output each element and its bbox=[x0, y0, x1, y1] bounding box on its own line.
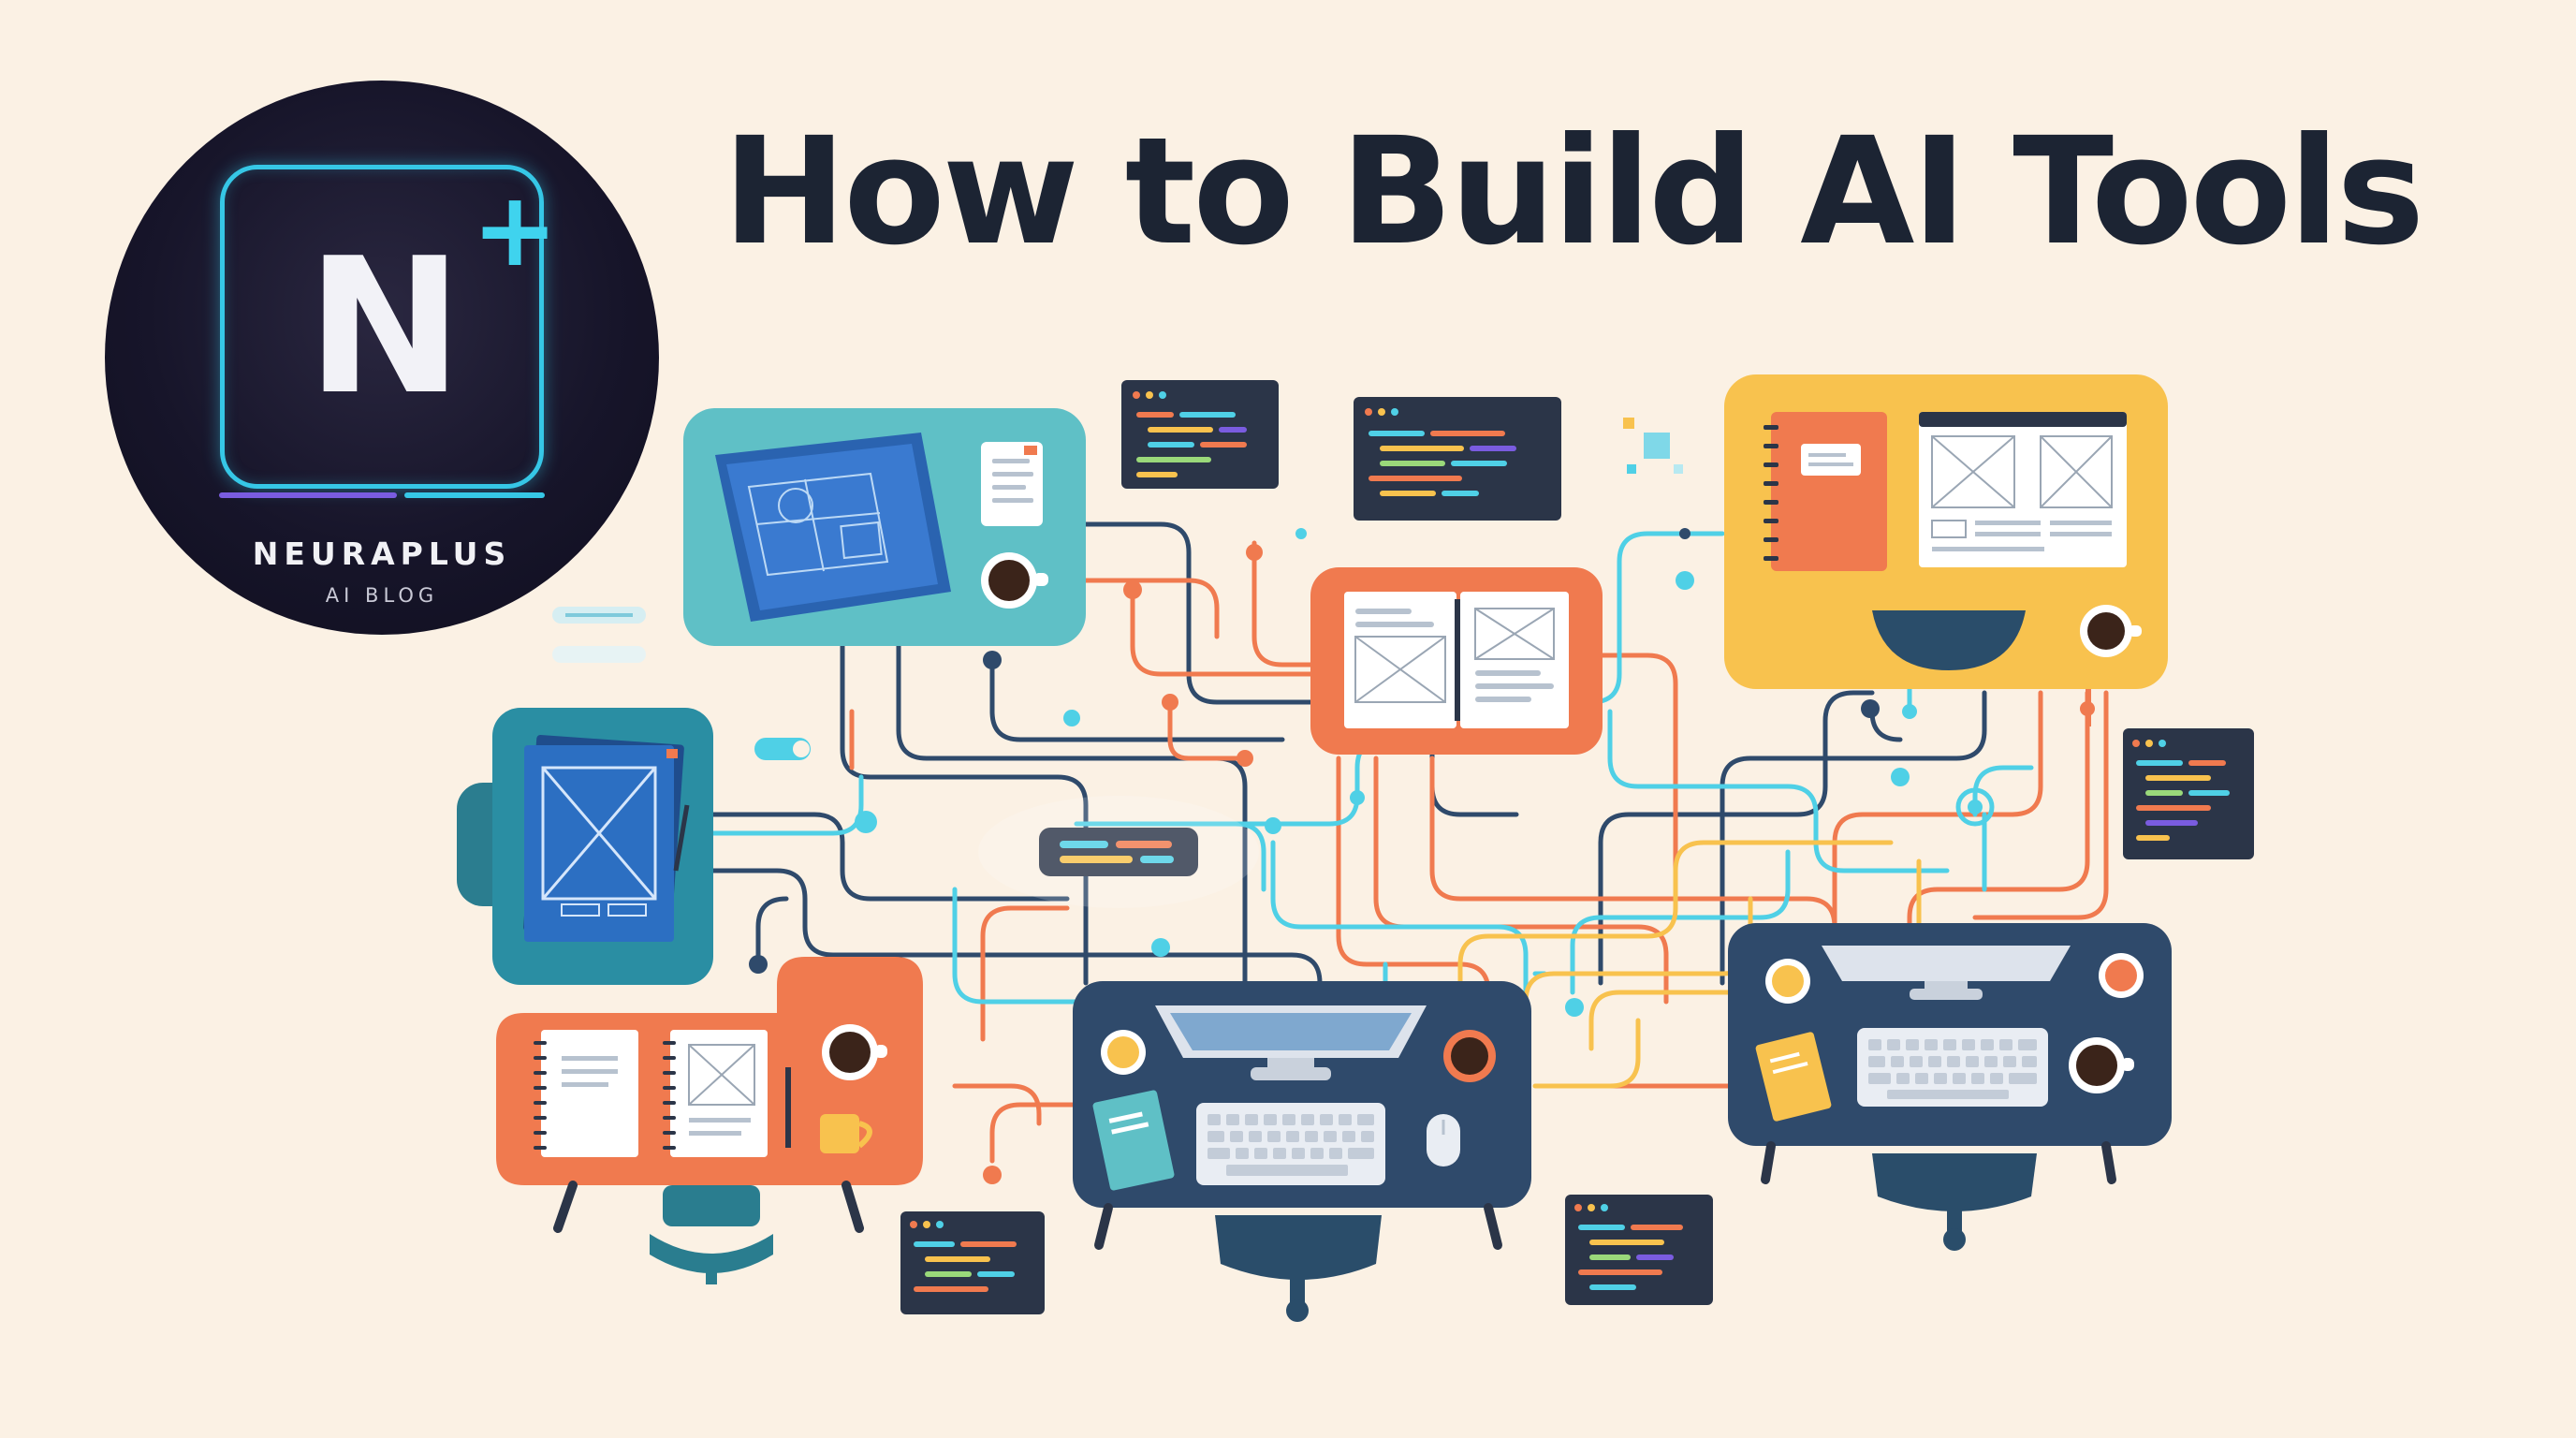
code-snippet-icon bbox=[900, 1211, 1045, 1314]
computer-icon bbox=[1155, 1005, 1427, 1080]
notebook-icon bbox=[1764, 412, 1887, 571]
logo-accent-bar bbox=[219, 492, 397, 498]
brand-name: NEURAPLUS bbox=[252, 536, 512, 572]
chair-icon bbox=[650, 1185, 773, 1284]
logo-frame bbox=[220, 165, 544, 489]
server-block bbox=[978, 796, 1259, 908]
blueprint-desk bbox=[683, 408, 1086, 646]
writing-desk bbox=[496, 957, 923, 1284]
drafting-desk bbox=[457, 708, 713, 985]
coffee-cup-icon bbox=[2080, 605, 2142, 657]
computer-desk bbox=[1073, 981, 1531, 1322]
blueprint-icon bbox=[715, 433, 951, 622]
coffee-cup-icon bbox=[1101, 1030, 1496, 1082]
coffee-cup-icon bbox=[981, 552, 1048, 609]
logo-accent-bar bbox=[404, 492, 545, 498]
notebook-icon bbox=[1755, 1032, 1832, 1122]
coffee-cup-icon bbox=[822, 1024, 887, 1080]
wireframe-icon bbox=[1919, 412, 2127, 567]
coffee-cup-icon bbox=[1765, 953, 2144, 1093]
chair-icon bbox=[1872, 610, 2026, 670]
blueprint-icon bbox=[523, 735, 690, 942]
brand-subtitle: AI BLOG bbox=[325, 584, 439, 607]
computer-icon bbox=[1822, 946, 2071, 1000]
code-snippet-icon bbox=[1121, 380, 1279, 489]
notebook-icon bbox=[534, 1030, 638, 1157]
logo-circle bbox=[105, 81, 659, 635]
plus-icon: + bbox=[472, 169, 559, 289]
code-snippet-icon bbox=[1354, 397, 1561, 521]
wireframe-icon bbox=[663, 1030, 768, 1157]
computer-desk-right bbox=[1728, 923, 2172, 1251]
neuraplus-logo[interactable]: N + NEURAPLUS AI BLOG bbox=[105, 81, 659, 635]
mouse-icon bbox=[1427, 1114, 1460, 1167]
keyboard-icon bbox=[1196, 1103, 1385, 1185]
notebook-desk bbox=[1310, 567, 1603, 755]
cable-connectors bbox=[552, 607, 811, 760]
design-desk bbox=[1724, 374, 2168, 726]
notebook-icon bbox=[1344, 592, 1569, 728]
logo-letter: N bbox=[306, 217, 462, 436]
page-title: How to Build AI Tools bbox=[723, 106, 2424, 278]
mug-icon bbox=[820, 1114, 872, 1153]
document-icon bbox=[981, 442, 1043, 526]
code-snippet-icon bbox=[1565, 1195, 1713, 1305]
code-snippet-icon bbox=[2123, 728, 2254, 859]
keyboard-icon bbox=[1857, 1028, 2048, 1107]
notebook-icon bbox=[1092, 1090, 1175, 1191]
chair-icon bbox=[1872, 1153, 2037, 1251]
chair-icon bbox=[1215, 1215, 1382, 1322]
